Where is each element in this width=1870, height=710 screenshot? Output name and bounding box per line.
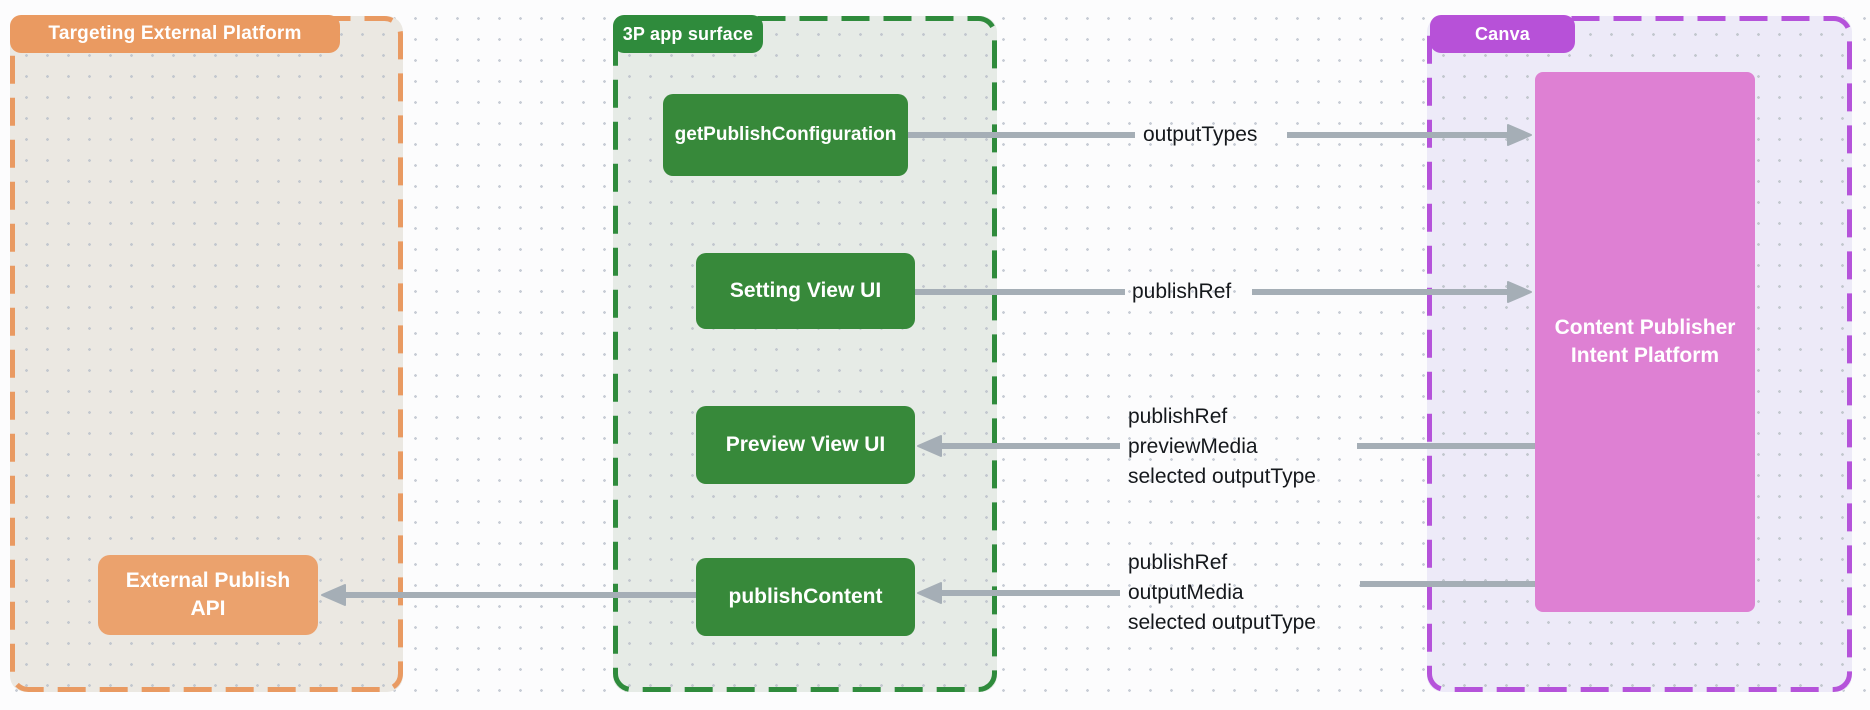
container-targeting-external-platform (10, 16, 403, 692)
edge-label-preview-line3: selected outputType (1128, 465, 1316, 488)
node-get-publish-configuration: getPublishConfiguration (663, 94, 908, 176)
node-publish-content: publishContent (696, 558, 915, 636)
edge-label-publish-line3: selected outputType (1128, 611, 1316, 634)
edge-label-publish-line1: publishRef (1128, 551, 1228, 574)
container-label-canva: Canva (1430, 15, 1575, 53)
node-preview-view-ui: Preview View UI (696, 406, 915, 484)
border-3p-app-surface (613, 16, 997, 692)
edge-label-publish-line2: outputMedia (1128, 581, 1244, 604)
border-canva (1427, 16, 1852, 692)
edge-label-publish-block: publishRef outputMedia selected outputTy… (1128, 548, 1316, 638)
node-setting-view-ui: Setting View UI (696, 253, 915, 329)
edge-label-preview-block: publishRef previewMedia selected outputT… (1128, 402, 1316, 492)
container-label-targeting-external-platform: Targeting External Platform (10, 15, 340, 53)
container-label-3p-app-surface: 3P app surface (613, 15, 763, 53)
node-external-publish-api: External Publish API (98, 555, 318, 635)
edge-label-publishref: publishRef (1132, 280, 1232, 303)
edge-label-preview-line1: publishRef (1128, 405, 1228, 428)
node-content-publisher-intent-platform: Content Publisher Intent Platform (1535, 72, 1755, 612)
edge-label-preview-line2: previewMedia (1128, 435, 1258, 458)
edge-label-outputtypes: outputTypes (1143, 123, 1258, 146)
